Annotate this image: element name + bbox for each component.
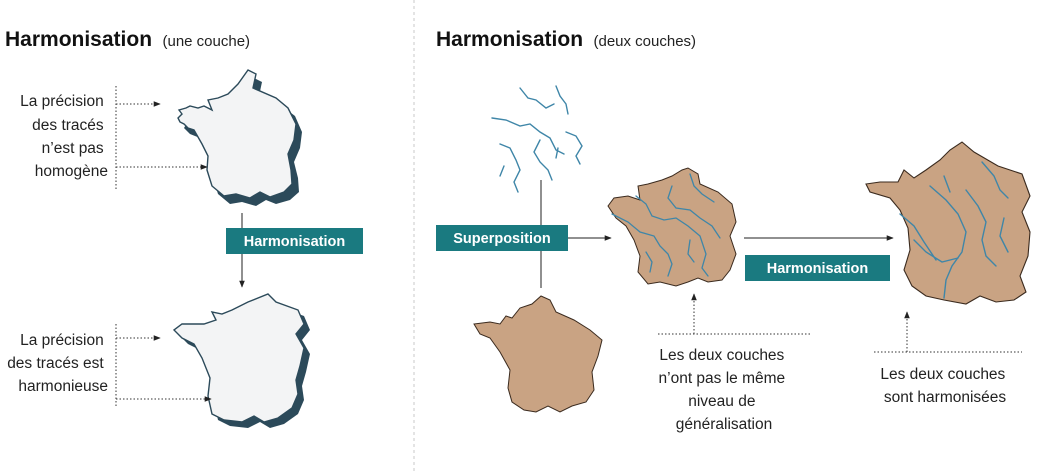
- svg-text:Harmonisation (deux couche: Harmonisation (deux couches): [436, 28, 696, 51]
- svg-text:Harmonisation (une couche): Harmonisation (une couche): [5, 28, 250, 51]
- map-superposed: [607, 167, 737, 287]
- tag-harmonisation-left: Harmonisation: [226, 228, 363, 254]
- land-layer: [473, 295, 603, 413]
- right-subtitle: (deux couches): [593, 33, 696, 50]
- note-middle-leader: [658, 293, 810, 335]
- right-title: Harmonisation: [436, 28, 583, 51]
- note-right: Les deux couches sont harmonisées: [880, 366, 1009, 406]
- tag-harmonisation-right: Harmonisation: [745, 255, 890, 281]
- map-before-harmonisation: [177, 69, 302, 206]
- map-harmonised: [865, 141, 1031, 305]
- svg-text:Harmonisation: Harmonisation: [244, 234, 346, 250]
- note-top-leaders: [115, 86, 208, 190]
- svg-text:Harmonisation: Harmonisation: [767, 261, 869, 277]
- map-after-harmonisation: [172, 293, 310, 428]
- river-layer: [491, 85, 583, 193]
- note-bottom-left: La précision des tracés est harmonieuse: [7, 332, 108, 395]
- note-top-left: La précision des tracés n’est pas homogè…: [20, 93, 108, 180]
- left-subtitle: (une couche): [162, 33, 250, 50]
- left-title: Harmonisation: [5, 28, 152, 51]
- note-bottom-leaders: [115, 324, 212, 408]
- tag-superposition: Superposition: [436, 225, 568, 251]
- note-right-leader: [874, 311, 1022, 353]
- svg-text:Superposition: Superposition: [453, 231, 550, 247]
- note-middle: Les deux couches n’ont pas le même nivea…: [659, 347, 790, 433]
